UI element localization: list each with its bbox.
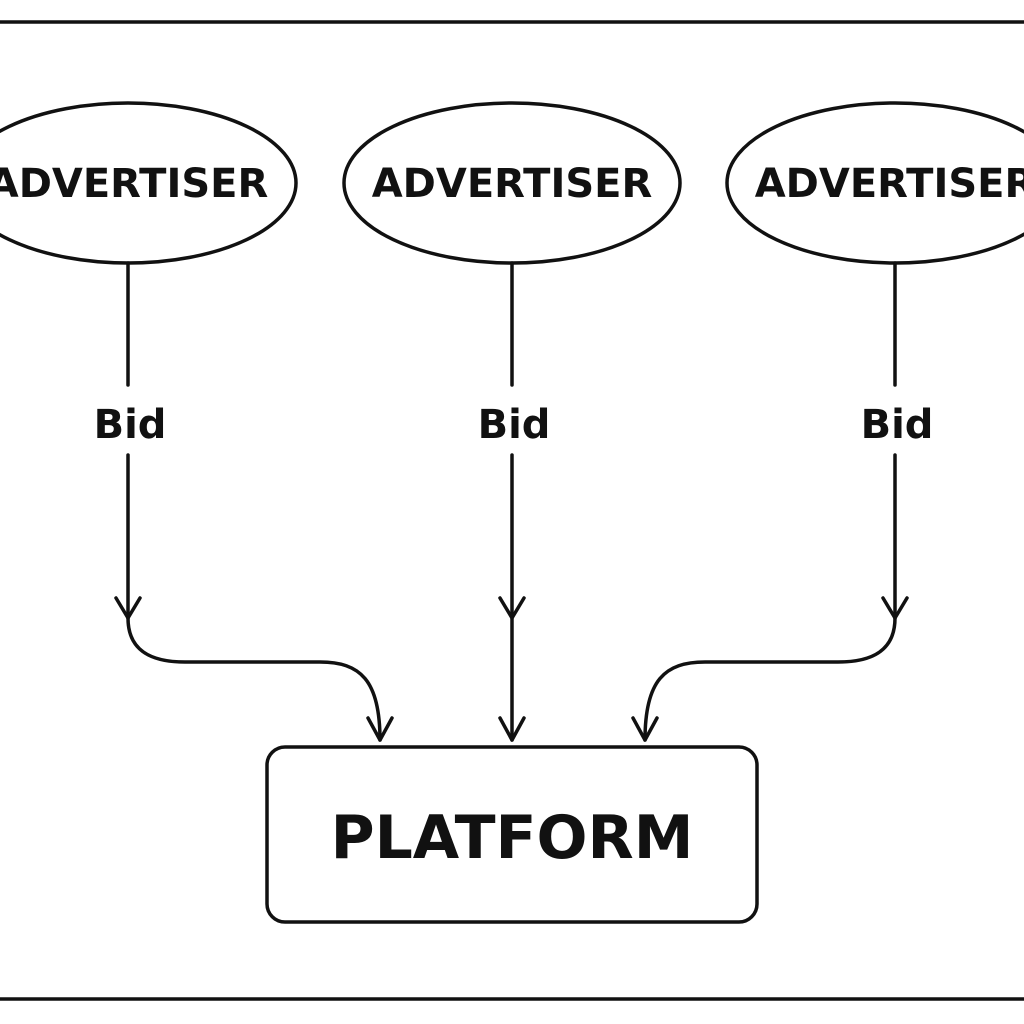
advertiser-node-1: ADVERTISER — [0, 101, 298, 265]
bid-edge-3-curve — [643, 616, 897, 742]
bid-edge-1-label: Bid — [94, 402, 167, 448]
bid-edge-3-arrowhead-bottom — [631, 716, 659, 742]
bid-edge-2-arrowhead-top — [498, 596, 526, 620]
bid-edge-1-curve — [126, 616, 382, 742]
bid-edge-2-label: Bid — [478, 402, 551, 448]
bid-edge-2: Bid — [478, 261, 551, 742]
bid-edge-1-arrowhead-bottom — [366, 716, 394, 742]
bid-edge-2-arrowhead-bottom — [498, 716, 526, 742]
advertiser-node-3: ADVERTISER — [725, 101, 1024, 265]
bid-edge-1: Bid — [94, 261, 394, 742]
platform-label: PLATFORM — [331, 803, 694, 873]
platform-box — [265, 745, 759, 924]
advertiser-3-label: ADVERTISER — [755, 161, 1024, 207]
advertiser-node-2: ADVERTISER — [342, 101, 682, 265]
platform-node: PLATFORM — [265, 745, 759, 924]
advertiser-2-label: ADVERTISER — [372, 161, 653, 207]
bid-edge-3-label: Bid — [861, 402, 934, 448]
advertiser-1-label: ADVERTISER — [0, 161, 268, 207]
bid-edge-3: Bid — [631, 261, 934, 742]
